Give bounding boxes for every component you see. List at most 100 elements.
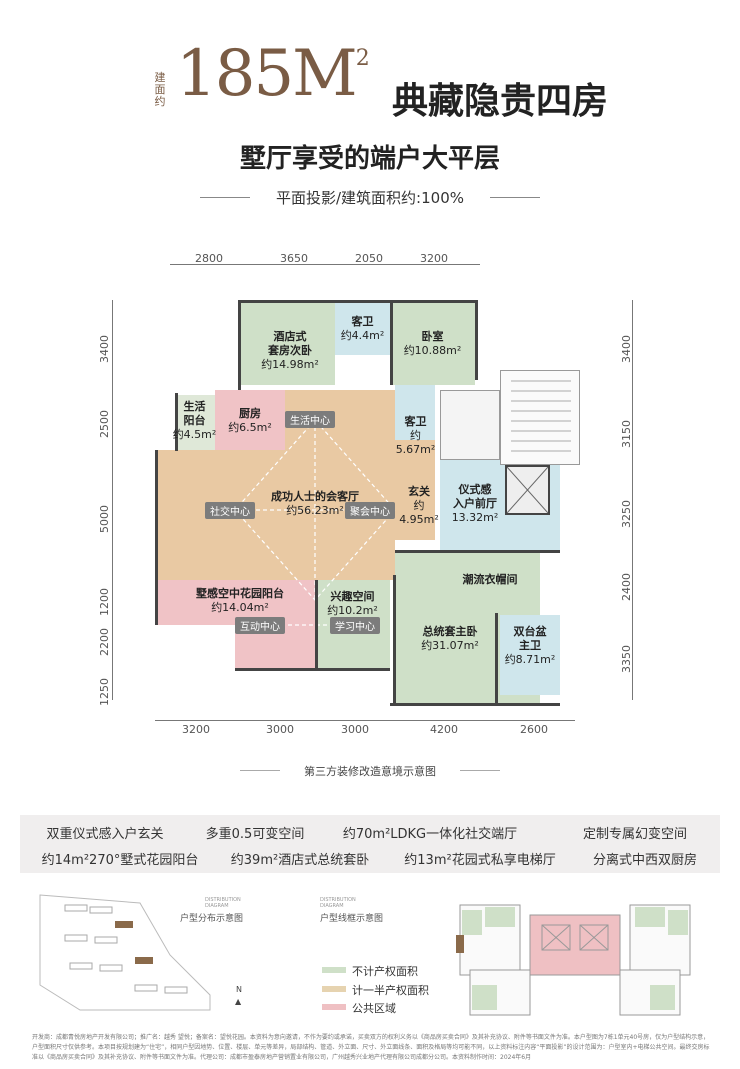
tag-gathering-center: 聚会中心: [345, 502, 395, 519]
distribution-label-cn: 户型分布示意图: [180, 914, 244, 924]
label-secondary-bedroom: 酒店式 套房次卧约14.98m²: [261, 330, 319, 371]
dim-left-3: 5000: [98, 505, 111, 533]
feature-item: 定制专属幻变空间: [582, 827, 687, 842]
legend-swatch-tan: [322, 986, 346, 992]
page-subtitle: 墅厅享受的端户大平层: [239, 144, 500, 174]
wall: [395, 550, 560, 553]
room-life-balcony: [175, 395, 215, 450]
label-guest-bath-1: 客卫约4.4m²: [340, 315, 385, 342]
wall: [155, 450, 158, 625]
divider: [490, 197, 540, 198]
label-bedroom: 卧室约10.88m²: [403, 330, 462, 357]
dim-top-4: 3200: [420, 252, 448, 265]
area-note: 平面投影/建筑面积约:100%: [276, 189, 464, 207]
room-guest-bath-2: [395, 385, 435, 440]
label-hobby: 兴趣空间约10.2m²: [327, 590, 378, 617]
label-life-balcony: 生活 阳台约4.5m²: [172, 400, 217, 441]
dim-top-1: 2800: [195, 252, 223, 265]
divider: [200, 197, 250, 198]
wall: [475, 300, 478, 380]
dim-right-2: 3150: [620, 420, 633, 448]
dim-left-2: 2500: [98, 410, 111, 438]
legend-label: 不计产权面积: [352, 965, 418, 978]
dimension-line: [170, 264, 480, 265]
dim-bottom-2: 3000: [266, 723, 294, 736]
room-guest-bath-1: [335, 300, 390, 355]
legend-swatch-pink: [322, 1004, 346, 1010]
dim-top-2: 3650: [280, 252, 308, 265]
wall: [235, 668, 390, 671]
north-arrow-icon: ▲: [235, 997, 242, 1006]
stairs-icon: [511, 380, 571, 452]
wall: [390, 300, 393, 385]
elevator-shaft: [505, 465, 550, 515]
dim-bottom-3: 3000: [341, 723, 369, 736]
label-closet: 潮流衣帽间: [462, 573, 518, 586]
label-garden-balcony: 墅感空中花园阳台约14.04m²: [196, 587, 284, 614]
room-foyer: [395, 440, 435, 540]
wall: [240, 300, 475, 303]
floor-plan: 酒店式 套房次卧约14.98m² 客卫约4.4m² 卧室约10.88m² 生活 …: [150, 295, 580, 715]
label-guest-bath-2: 客卫约5.67m²: [395, 415, 436, 456]
tag-interaction-center: 互动中心: [235, 617, 285, 634]
tag-study-center: 学习中心: [330, 617, 380, 634]
wall: [390, 703, 560, 706]
legend-label: 公共区域: [352, 1002, 396, 1015]
wall: [175, 393, 178, 451]
feature-item: 约70m²LDKG一体化社交端厅: [342, 827, 518, 842]
feature-item: 约13m²花园式私享电梯厅: [404, 853, 556, 868]
feature-item: 多重0.5可变空间: [205, 827, 305, 842]
frame-label-cn: 户型线框示意图: [320, 914, 384, 924]
wall: [393, 575, 396, 705]
north-label: N: [236, 985, 242, 994]
dim-left-5: 2200: [98, 628, 111, 656]
legend-swatch-green: [322, 967, 346, 973]
dim-right-4: 2400: [620, 573, 633, 601]
area-label: 建面约: [154, 71, 166, 108]
building-frame-diagram: [456, 904, 691, 1016]
label-living: 成功人士的会客厅约56.23m²: [271, 490, 359, 517]
stairwell: [500, 370, 580, 465]
legal-footer: 开发商：成都青悦房地产开发有限公司；推广名：越秀 望悦；备案名：望悦花园。本资料…: [32, 1034, 710, 1061]
elevator-icon: [507, 467, 548, 513]
dim-right-5: 3350: [620, 645, 633, 673]
room-secondary-bedroom: [240, 300, 335, 385]
dim-left-6: 1250: [98, 678, 111, 706]
divider: [240, 770, 280, 771]
dim-left-1: 3400: [98, 335, 111, 363]
dim-right-1: 3400: [620, 335, 633, 363]
area-value: 185M2: [176, 37, 370, 111]
room-master-bath: [500, 615, 560, 695]
wall: [315, 580, 318, 670]
wall: [495, 613, 498, 703]
legend-label: 计一半产权面积: [352, 984, 429, 997]
dim-bottom-1: 3200: [182, 723, 210, 736]
dimension-line: [632, 300, 633, 700]
feature-item: 分离式中西双厨房: [592, 853, 697, 868]
label-master-bath: 双台盆 主卫约8.71m²: [504, 625, 556, 666]
page-title: 典藏隐贵四房: [392, 80, 609, 122]
frame-label-en: DISTRIBUTION DIAGRAM: [320, 897, 356, 909]
feature-item: 双重仪式感入户玄关: [46, 827, 164, 842]
dim-top-3: 2050: [355, 252, 383, 265]
stair-area: [440, 390, 500, 460]
feature-item: 约14m²270°墅式花园阳台: [41, 853, 199, 868]
dim-left-4: 1200: [98, 588, 111, 616]
dimension-line: [112, 300, 113, 700]
site-map: [39, 894, 211, 1011]
label-kitchen: 厨房约6.5m²: [228, 407, 272, 434]
tag-life-center: 生活中心: [285, 411, 335, 428]
room-bedroom: [390, 300, 475, 385]
wall: [238, 300, 241, 390]
room-kitchen: [215, 390, 285, 450]
dimension-line: [155, 720, 575, 721]
distribution-label-en: DISTRIBUTION DIAGRAM: [205, 897, 241, 909]
distribution-diagram: DISTRIBUTION DIAGRAM 户型分布示意图 ▲ N: [20, 885, 300, 1025]
dim-right-3: 3250: [620, 500, 633, 528]
dim-bottom-5: 2600: [520, 723, 548, 736]
feature-item: 约39m²酒店式总统套卧: [230, 853, 370, 868]
divider: [460, 770, 500, 771]
label-foyer: 玄关约4.95m²: [399, 485, 439, 526]
label-master-bedroom: 总统套主卧约31.07m²: [421, 625, 479, 652]
